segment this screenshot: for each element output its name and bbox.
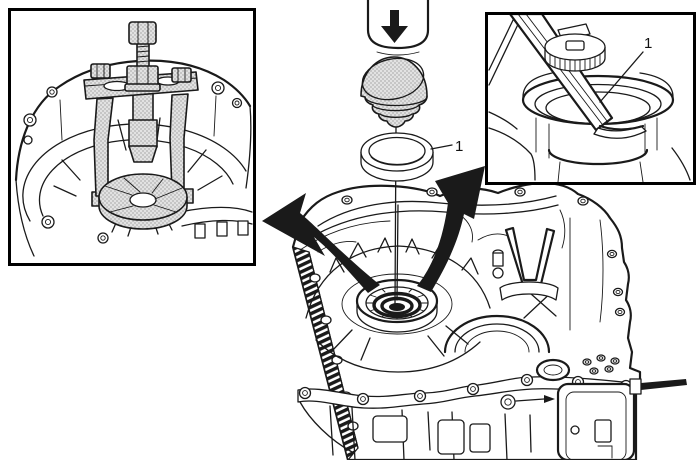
puller-side-bolt-left: [90, 63, 111, 79]
puller-center-step: [128, 119, 158, 148]
callout-leader-line-ring: [430, 144, 453, 150]
inset-bearing-puller: [8, 8, 256, 266]
boss-cluster: [582, 354, 620, 375]
case-top-rim-arc-2: [309, 204, 559, 239]
mounting-stud: [629, 378, 687, 395]
lower-pocket-2: [437, 419, 465, 455]
inset-left-case-background: [14, 59, 253, 257]
oval-recess-inner: [543, 364, 563, 376]
oval-recess: [535, 358, 571, 382]
knurled-knob: [544, 23, 606, 72]
axle-seal-ring: [360, 132, 434, 182]
lower-pocket-3: [469, 423, 491, 453]
callout-1-ring-label: 1: [455, 138, 463, 155]
curved-arrow-right-icon: [417, 166, 485, 292]
installer-assembly: 1: [360, 0, 463, 182]
callout-1-inset-label: 1: [644, 35, 652, 52]
case-interior-hint-lines: [317, 209, 604, 331]
case-silhouette: [291, 181, 642, 460]
seal-pry-tool: [509, 15, 647, 139]
forcing-screw-hex-head: [128, 21, 157, 45]
inset-left-bolt-holes: [23, 81, 243, 244]
forcing-screw-washer: [124, 83, 161, 92]
inset-seal-removal: 1: [485, 12, 696, 185]
case-rim-bolt-bosses: [341, 187, 626, 317]
driver-handle-inner-line: [376, 51, 420, 56]
forcing-screw-nut: [126, 65, 159, 86]
puller-forcing-screw: [124, 21, 161, 92]
shift-fork: [492, 226, 559, 301]
puller-side-bolt-right: [171, 67, 192, 83]
driver-handle-tube: [366, 0, 430, 50]
press-down-arrow-icon: [381, 10, 408, 43]
bearing-race-disc: [98, 173, 188, 230]
seal-installer-tool: [360, 56, 428, 128]
small-indicator-arrow-icon: [500, 394, 555, 410]
end-cover-plate: [556, 382, 636, 460]
lower-pocket-1: [372, 415, 408, 443]
secondary-gear-opening: [443, 314, 551, 354]
curved-arrow-left-icon: [262, 193, 380, 293]
puller-center-taper: [128, 145, 158, 163]
callout-leader-line-pry: [599, 51, 644, 103]
transaxle-case-drawing: [291, 181, 687, 460]
bore-platform-lower-arc: [315, 339, 481, 373]
case-top-rim-arc-1: [317, 195, 557, 227]
bearing-puller-tool: [83, 21, 199, 230]
